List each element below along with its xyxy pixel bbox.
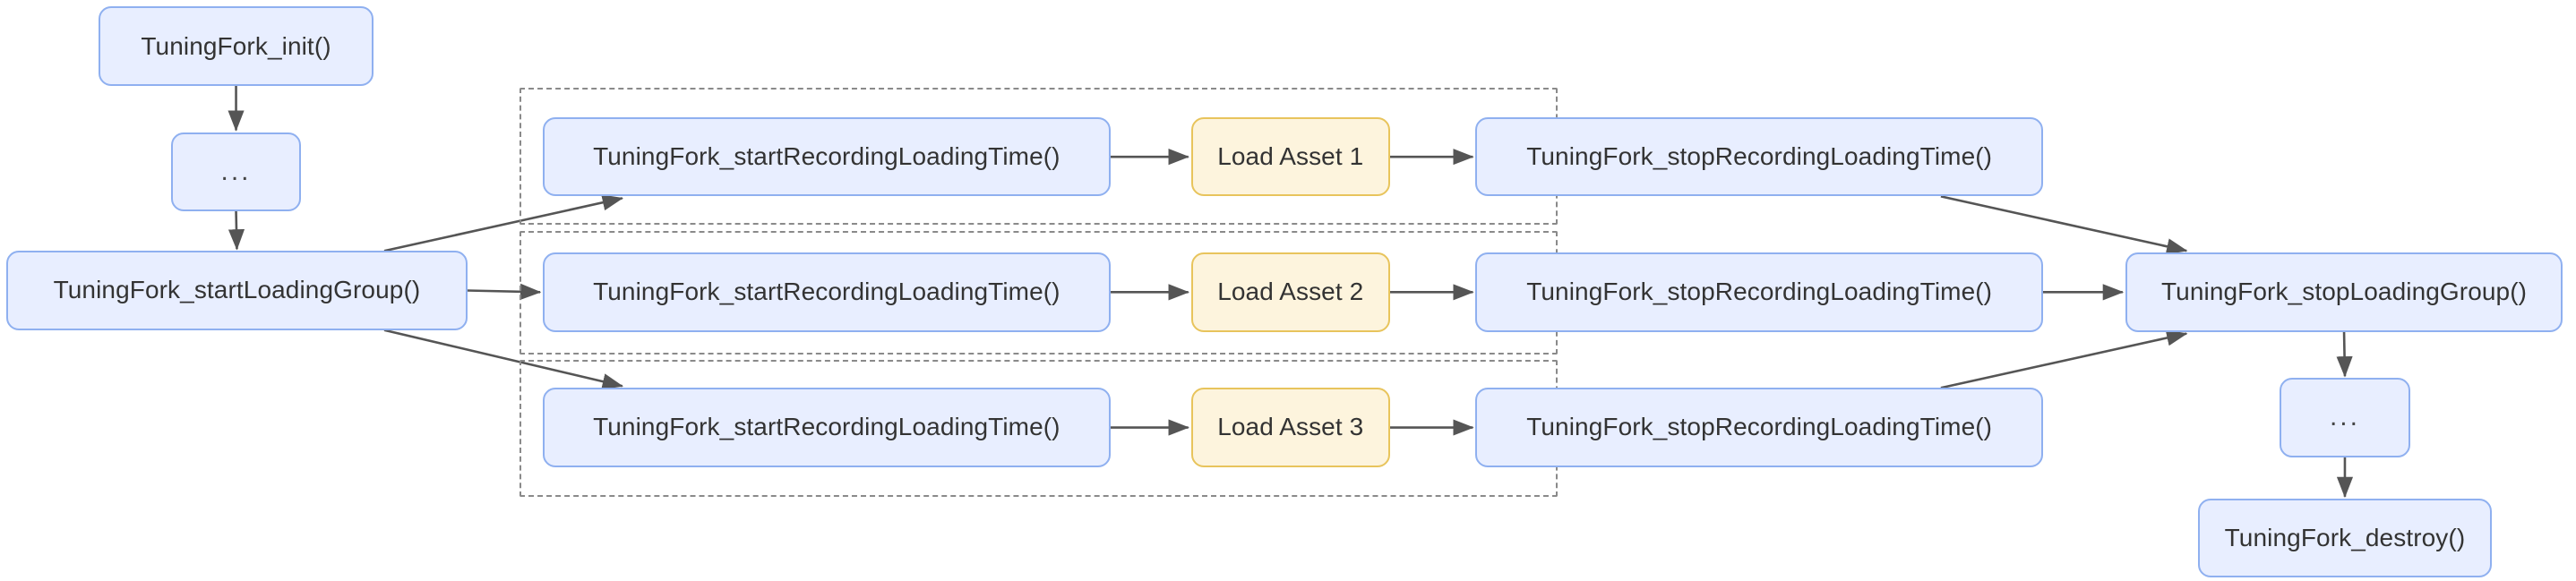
node-ellipsis1[interactable]: ... bbox=[170, 132, 302, 211]
edge-stopGroup-to-ellipsis2 bbox=[2336, 331, 2353, 378]
node-ellipsis2[interactable]: ... bbox=[2280, 378, 2410, 457]
node-start3[interactable]: TuningFork_startRecordingLoadingTime() bbox=[543, 388, 1111, 467]
node-asset1[interactable]: Load Asset 1 bbox=[1190, 116, 1390, 197]
node-stop1[interactable]: TuningFork_stopRecordingLoadingTime() bbox=[1475, 116, 2043, 197]
node-startGroup[interactable]: TuningFork_startLoadingGroup() bbox=[6, 251, 468, 330]
edge-ellipsis1-to-startGroup bbox=[228, 210, 245, 251]
edge-stop1-to-stopGroup bbox=[1940, 195, 2188, 255]
edge-stop3-to-stopGroup bbox=[1940, 329, 2188, 389]
node-asset3[interactable]: Load Asset 3 bbox=[1190, 388, 1390, 467]
node-init[interactable]: TuningFork_init() bbox=[99, 6, 374, 86]
node-stop2[interactable]: TuningFork_stopRecordingLoadingTime() bbox=[1475, 252, 2043, 332]
node-destroy[interactable]: TuningFork_destroy() bbox=[2197, 498, 2493, 578]
node-start1[interactable]: TuningFork_startRecordingLoadingTime() bbox=[543, 116, 1111, 197]
node-stopGroup[interactable]: TuningFork_stopLoadingGroup() bbox=[2125, 252, 2563, 332]
node-stop3[interactable]: TuningFork_stopRecordingLoadingTime() bbox=[1475, 388, 2043, 467]
node-start2[interactable]: TuningFork_startRecordingLoadingTime() bbox=[543, 252, 1111, 332]
node-asset2[interactable]: Load Asset 2 bbox=[1190, 252, 1390, 332]
